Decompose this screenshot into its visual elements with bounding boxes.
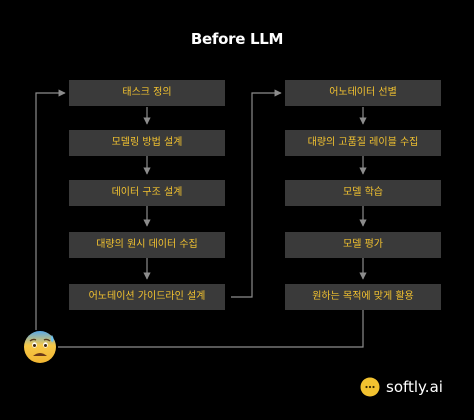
chat-bubble-logo-icon xyxy=(360,377,380,397)
step-annotation-guideline: 어노테이션 가이드라인 설계 xyxy=(69,284,225,310)
step-model-evaluation: 모델 평가 xyxy=(285,232,441,258)
anxious-sweat-face-icon xyxy=(24,331,56,363)
step-model-training: 모델 학습 xyxy=(285,180,441,206)
step-data-structure-design: 데이터 구조 설계 xyxy=(69,180,225,206)
step-annotator-selection: 어노테이터 선별 xyxy=(285,80,441,106)
step-purpose-application: 원하는 목적에 맞게 활용 xyxy=(285,284,441,310)
brand-name: softly.ai xyxy=(386,378,443,396)
step-modeling-design: 모델링 방법 설계 xyxy=(69,130,225,156)
brand-mark: softly.ai xyxy=(360,376,443,398)
step-label-collection: 대량의 고품질 레이블 수집 xyxy=(285,130,441,156)
diagram-title: Before LLM xyxy=(190,30,284,48)
arrow-feedback-loop xyxy=(58,310,364,348)
step-raw-data-collection: 대량의 원시 데이터 수집 xyxy=(69,232,225,258)
arrow-cross-column xyxy=(231,89,282,298)
arrow-loop-return xyxy=(35,89,66,330)
step-task-definition: 태스크 정의 xyxy=(69,80,225,106)
